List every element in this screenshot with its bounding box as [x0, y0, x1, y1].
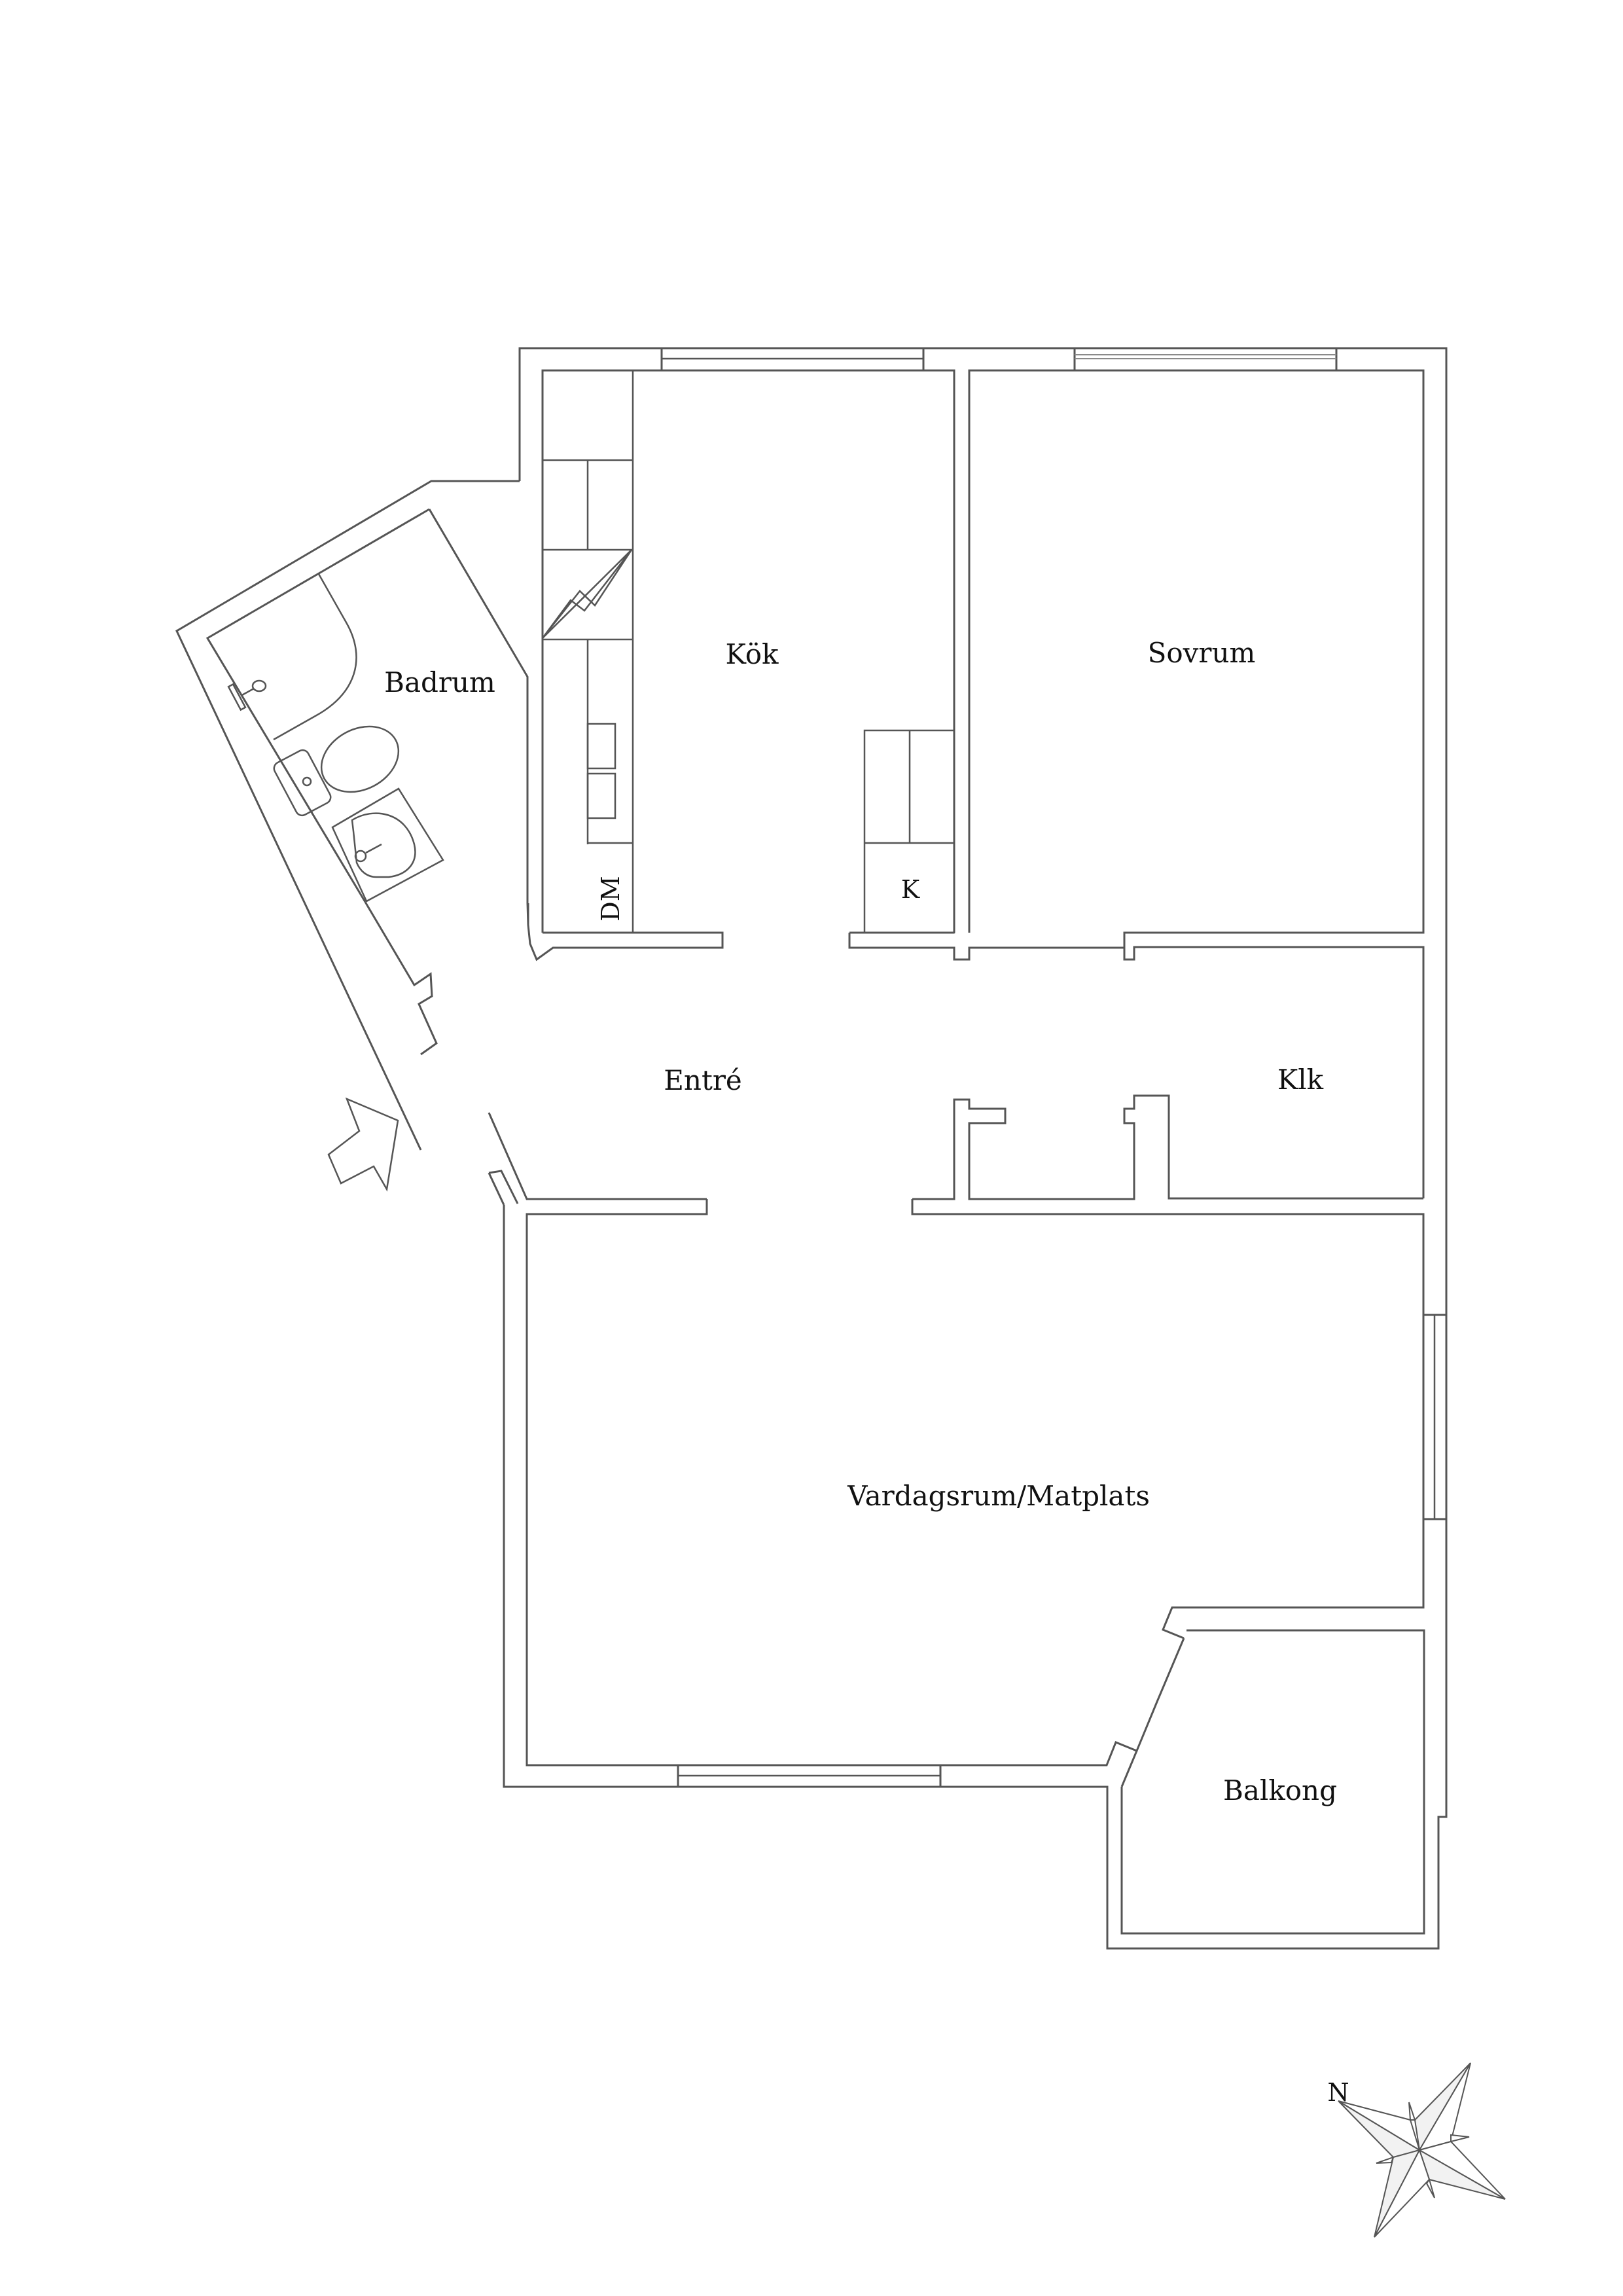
window-living-right [1423, 1314, 1446, 1520]
shower-area [273, 573, 357, 741]
exterior-walls [175, 347, 1448, 1950]
room-label-sovrum: Sovrum [1148, 637, 1256, 669]
kitchen-counter-right [863, 729, 955, 934]
room-label-entre: Entré [664, 1064, 742, 1096]
interior-walls [205, 369, 1425, 1935]
entrance-arrow-icon[interactable] [327, 1097, 399, 1192]
sink-icon [331, 787, 444, 903]
compass-north-label: N [1327, 2078, 1349, 2107]
toilet-icon [273, 725, 400, 817]
compass-rose-icon: N [1327, 2062, 1506, 2238]
bathroom-fixtures [227, 573, 444, 903]
dishwasher-label: DM [596, 876, 625, 921]
room-label-badrum: Badrum [384, 666, 495, 698]
stove-icon [541, 549, 632, 639]
shower-faucet-icon [227, 679, 267, 711]
window-kitchen [660, 348, 925, 370]
fridge-label: K [901, 875, 920, 904]
room-label-kok: Kök [726, 638, 779, 670]
room-label-vardagsrum: Vardagsrum/Matplats [847, 1480, 1150, 1512]
kitchen-counter-left [541, 370, 634, 933]
room-label-balkong: Balkong [1223, 1774, 1337, 1806]
window-living-bottom [677, 1765, 942, 1787]
window-bedroom [1073, 348, 1338, 370]
room-label-klk: Klk [1277, 1064, 1324, 1096]
windows [660, 348, 1446, 1787]
